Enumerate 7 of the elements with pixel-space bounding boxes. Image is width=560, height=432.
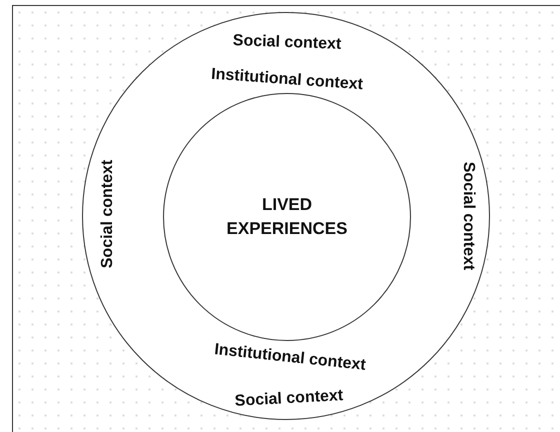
ring-label: Social context (99, 160, 117, 268)
ring-label: Social context (459, 162, 477, 270)
ring-label: Social context (232, 32, 342, 54)
center-label: LIVED EXPERIENCES (226, 194, 348, 240)
ring-label: Institutional context (213, 341, 367, 375)
ring-label: Institutional context (210, 66, 364, 94)
ring-label: Social context (234, 387, 344, 411)
